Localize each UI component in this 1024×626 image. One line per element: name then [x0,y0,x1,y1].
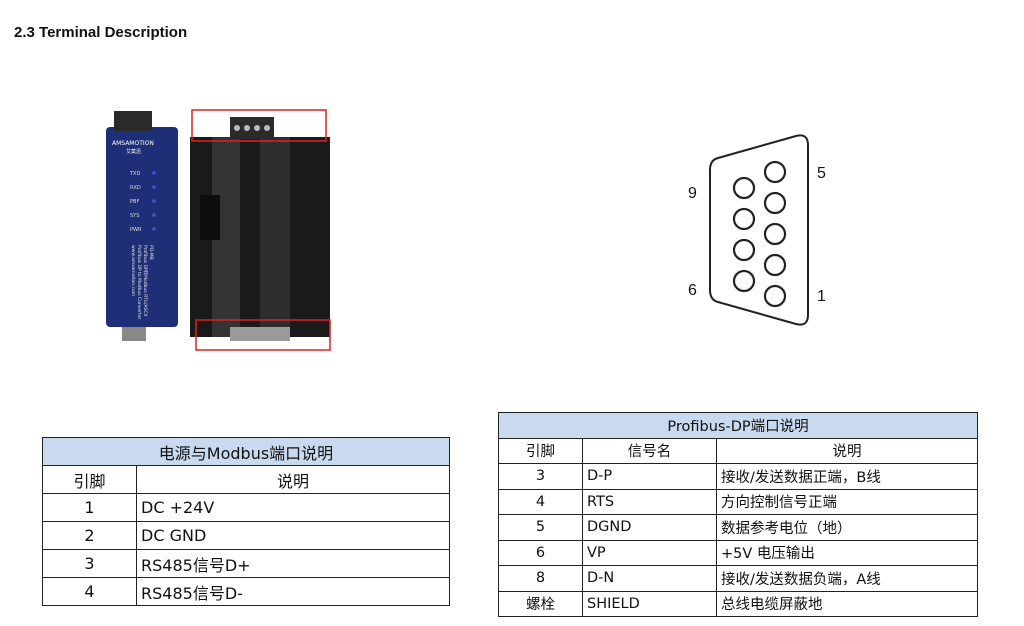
table-row: 4 RS485信号D- [42,577,450,606]
pin-label-5: 5 [817,165,826,182]
description-cell: RS485信号D- [136,577,450,606]
pin-label-1: 1 [817,288,826,305]
description-cell: 接收/发送数据正端，B线 [716,463,978,490]
model-label: PD-MB [148,245,154,260]
table-row: 6 VP +5V 电压输出 [498,539,978,566]
header-pin: 引脚 [42,465,137,494]
led-label-pwr: PWR [130,227,142,233]
signal-cell: RTS [582,488,717,515]
profibus-dp-table: Profibus-DP端口说明 引脚 信号名 说明 3 D-P 接收/发送数据正… [498,412,978,617]
description-cell: 方向控制信号正端 [716,488,978,515]
power-modbus-table: 电源与Modbus端口说明 引脚 说明 1 DC +24V 2 DC GND 3… [42,437,450,606]
section-title: 2.3 Terminal Description [14,24,188,41]
description-cell: DC +24V [136,493,450,522]
table-caption: 电源与Modbus端口说明 [42,437,450,466]
signal-cell: D-N [582,565,717,592]
header-description: 说明 [136,465,450,494]
pin-cell: 5 [498,514,583,541]
pin-cell: 3 [42,549,137,578]
table-row: 螺栓 SHIELD 总线电缆屏蔽地 [498,590,978,617]
pin-cell: 1 [42,493,137,522]
table-row: 2 DC GND [42,521,450,550]
signal-cell: D-P [582,463,717,490]
table-caption: Profibus-DP端口说明 [498,412,978,439]
table-row: 3 RS485信号D+ [42,549,450,578]
led-label-sys: SYS [130,213,139,219]
header-pin: 引脚 [498,437,583,464]
side-text-3: www.amsamotion.com [130,245,136,296]
description-cell: DC GND [136,521,450,550]
description-cell: 接收/发送数据负端，A线 [716,565,978,592]
table-row: 3 D-P 接收/发送数据正端，B线 [498,463,978,490]
description-cell: +5V 电压输出 [716,539,978,566]
table-row: 4 RTS 方向控制信号正端 [498,488,978,515]
pin-label-9: 9 [688,185,697,202]
pin-cell: 4 [498,488,583,515]
description-cell: RS485信号D+ [136,549,450,578]
header-signal: 信号名 [582,437,717,464]
led-label-rxd: RXD [130,185,141,191]
db9-highlight-box [195,319,331,351]
signal-cell: SHIELD [582,590,717,617]
pin-cell: 6 [498,539,583,566]
signal-cell: DGND [582,514,717,541]
terminal-highlight-box [191,109,327,142]
pin-cell: 2 [42,521,137,550]
brand-cn-label: 艾莫迅 [126,148,141,155]
led-label-txd: TXD [129,171,140,177]
pin-label-6: 6 [688,282,697,299]
pin-cell: 螺栓 [498,590,583,617]
table-row: 5 DGND 数据参考电位（地） [498,514,978,541]
signal-cell: VP [582,539,717,566]
table-row: 1 DC +24V [42,493,450,522]
description-cell: 数据参考电位（地） [716,514,978,541]
description-cell: 总线电缆屏蔽地 [716,590,978,617]
device-photo: AMSAMOTION 艾莫迅 TXD RXD PBF SYS PWR PD-MB… [106,109,331,351]
db9-connector-diagram: 5 9 6 1 [688,134,826,326]
pin-cell: 8 [498,565,583,592]
side-text-2: Profibus DP to Modbus Converter [136,245,142,320]
pin-cell: 3 [498,463,583,490]
pin-cell: 4 [42,577,137,606]
table-row: 8 D-N 接收/发送数据负端，A线 [498,565,978,592]
header-description: 说明 [716,437,978,464]
led-label-pbf: PBF [130,199,139,205]
brand-label: AMSAMOTION [112,140,154,147]
side-text-1: Profibus DP转Modbus RTU/ASCII [142,245,149,316]
